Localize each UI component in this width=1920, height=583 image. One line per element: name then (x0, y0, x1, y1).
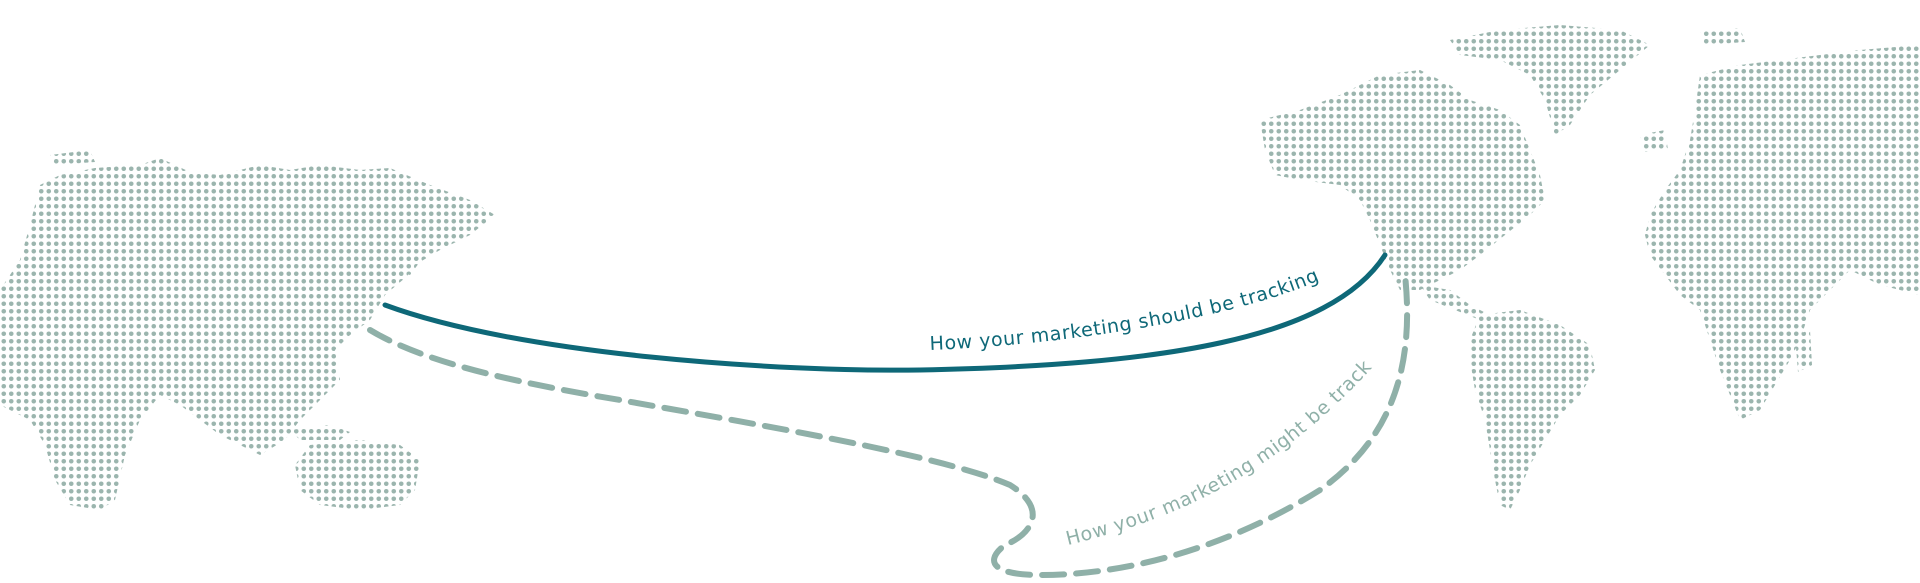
should-be-tracking-label: How your marketing should be tracking (929, 264, 1322, 355)
might-be-tracking-path (367, 272, 1411, 579)
should-be-tracking-path (382, 252, 1388, 373)
